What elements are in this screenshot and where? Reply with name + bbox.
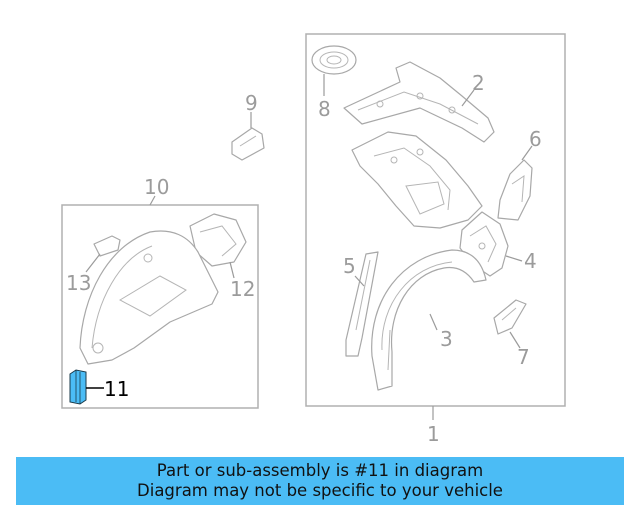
leader-lines [85,74,533,420]
banner-line-1: Part or sub-assembly is #11 in diagram [156,461,484,480]
assembly-box-10 [61,204,259,409]
part-11-highlighted [69,369,87,405]
callout-11: 11 [104,377,129,401]
part-3-wheelhouse-outer [371,249,487,391]
callout-10: 10 [144,175,169,199]
part-9-bracket [231,127,265,161]
inner-quarter-panel [351,131,483,229]
callout-12: 12 [230,277,255,301]
part-13-clip [93,235,121,257]
part-6-panel [497,159,533,221]
part-2-rail [343,61,495,143]
callout-3: 3 [440,327,453,351]
callout-8: 8 [318,97,331,121]
callout-1: 1 [427,422,440,446]
info-banner: Part or sub-assembly is #11 in diagram D… [16,457,624,505]
callout-9: 9 [245,91,258,115]
callout-13: 13 [66,271,91,295]
callout-4: 4 [524,249,537,273]
part-8-plug [311,45,357,75]
callout-6: 6 [529,127,542,151]
assembly-box-1 [305,33,566,407]
part-7-bracket [493,299,527,335]
callout-5: 5 [343,254,356,278]
part-5-pillar [345,251,379,357]
part-10-wheelhouse-inner [79,230,219,365]
callout-7: 7 [517,345,530,369]
banner-line-2: Diagram may not be specific to your vehi… [137,481,503,500]
callout-2: 2 [472,71,485,95]
